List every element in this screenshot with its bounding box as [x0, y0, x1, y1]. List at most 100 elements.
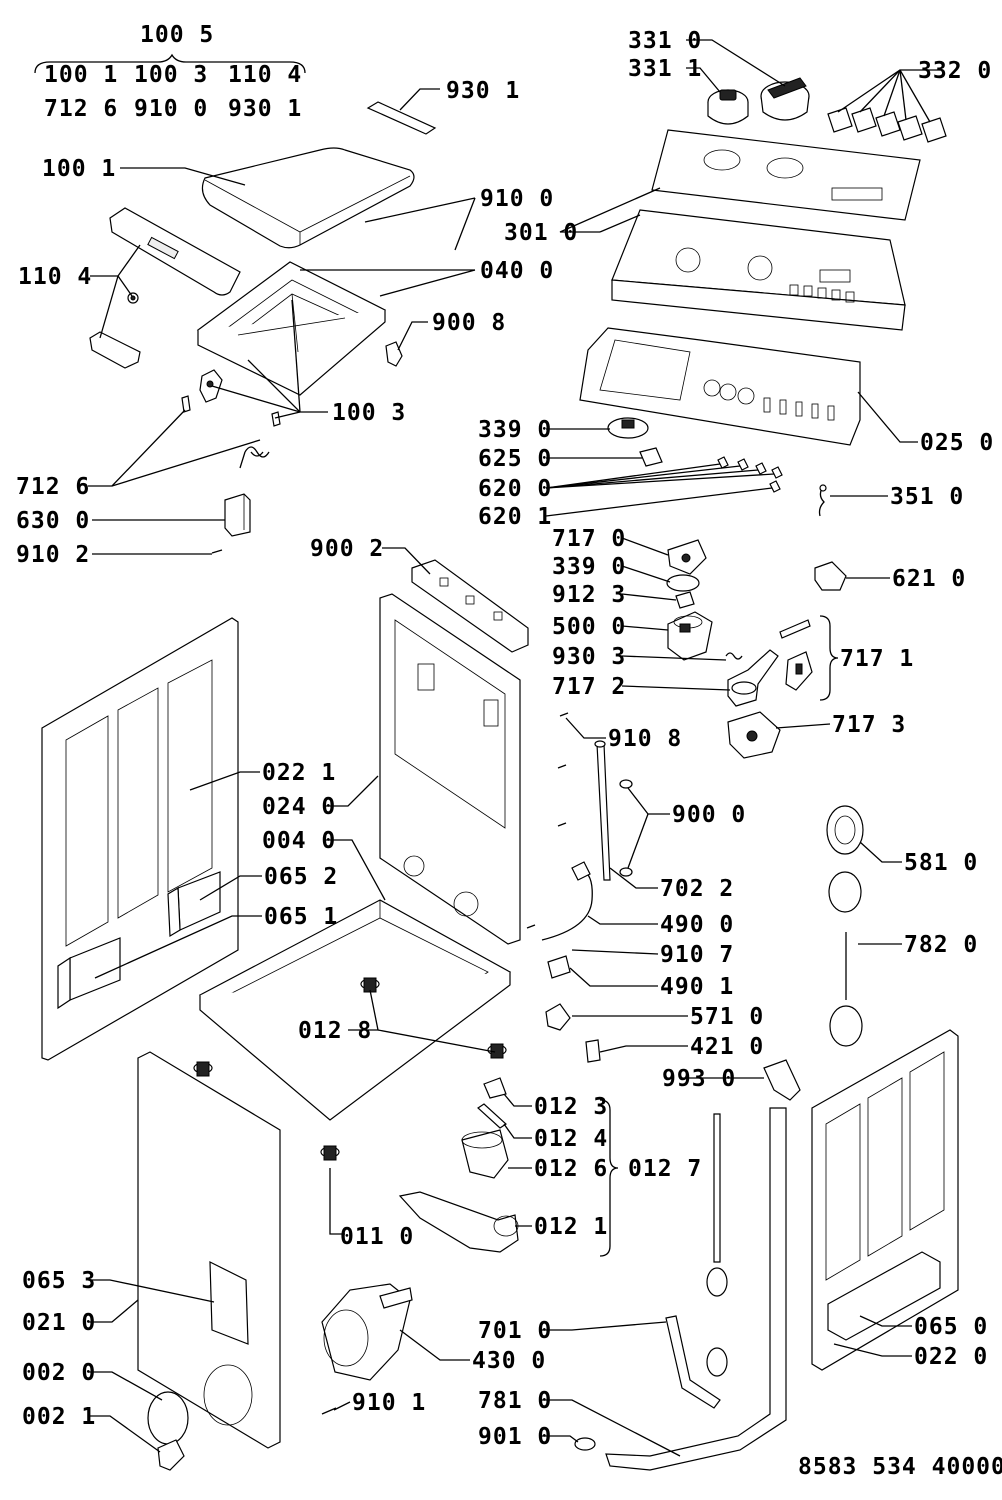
callout-040-0: 040 0: [480, 258, 554, 284]
part-012-4: [477, 1103, 507, 1129]
base-frame-part: [198, 899, 512, 1121]
callout-004-0: 004 0: [262, 828, 336, 854]
clamp-900-0-part: [619, 779, 633, 877]
callout-100-3-b: 100 3: [332, 400, 406, 426]
callout-100-5: 100 5: [140, 22, 214, 48]
hinge-strip-part: [366, 101, 437, 135]
top-frame-part: [196, 261, 387, 396]
callout-012-4: 012 4: [534, 1126, 608, 1152]
pump-717-2-part: [727, 649, 779, 707]
callout-621-0: 621 0: [892, 566, 966, 592]
control-panel-part: [611, 209, 906, 331]
screw-912-3-part: [675, 591, 695, 609]
buttons-332-part: [827, 107, 947, 143]
callout-012-6: 012 6: [534, 1156, 608, 1182]
drawing-number: 8583 534 40000: [798, 1454, 1002, 1480]
callout-011-0: 011 0: [340, 1224, 414, 1250]
callout-012-3: 012 3: [534, 1094, 608, 1120]
feet-012-8-part: [360, 977, 507, 1059]
callout-910-0-b: 910 0: [480, 186, 554, 212]
part-012-3: [483, 1077, 507, 1099]
callout-930-1: 930 1: [228, 96, 302, 122]
callout-labels: 100 5 100 1 100 3 110 4 712 6 910 0 930 …: [16, 22, 1002, 1480]
callout-331-1: 331 1: [628, 56, 702, 82]
pin-717-1-part: [779, 619, 811, 639]
callout-701-0: 701 0: [478, 1318, 552, 1344]
callout-065-0: 065 0: [914, 1314, 988, 1340]
callout-993-0: 993 0: [662, 1066, 736, 1092]
impeller-717-0-part: [667, 539, 707, 575]
foam-065-1-part: [57, 937, 121, 1010]
callout-339-0-b: 339 0: [552, 554, 626, 580]
callout-301-0: 301 0: [504, 220, 578, 246]
torsion-spring-part: [239, 446, 270, 469]
callout-490-1: 490 1: [660, 974, 734, 1000]
callout-717-3: 717 3: [832, 712, 906, 738]
callout-900-2: 900 2: [310, 536, 384, 562]
callout-022-0: 022 0: [914, 1344, 988, 1370]
callout-930-3: 930 3: [552, 644, 626, 670]
callout-012-8: 012 8: [298, 1018, 372, 1044]
callout-630-0: 630 0: [16, 508, 90, 534]
latch-900-8-part: [385, 341, 403, 367]
hinge-block-part: [199, 369, 223, 403]
callout-912-3: 912 3: [552, 582, 626, 608]
callout-110-4: 110 4: [228, 62, 302, 88]
callout-900-0: 900 0: [672, 802, 746, 828]
cable-490-0-part: [541, 861, 593, 941]
rear-frame-part: [379, 593, 521, 945]
callout-620-0: 620 0: [478, 476, 552, 502]
cap-901-part: [574, 1437, 596, 1451]
clip-part: [181, 395, 281, 427]
small-spring-part: [127, 292, 139, 304]
callout-100-1-b: 100 1: [42, 156, 116, 182]
lamp-625-part: [639, 447, 663, 467]
sensor-351-part: [818, 484, 827, 517]
callout-717-2: 717 2: [552, 674, 626, 700]
callout-910-7: 910 7: [660, 942, 734, 968]
right-side-panel-part: [811, 1029, 959, 1371]
foot-left-part: [193, 1061, 213, 1077]
door-002-0-part: [147, 1391, 189, 1445]
spring-930-3-part: [725, 652, 743, 660]
callout-100-1: 100 1: [44, 62, 118, 88]
screw-910-1-part: [321, 1407, 337, 1415]
callout-625-0: 625 0: [478, 446, 552, 472]
rod-782-part: [829, 932, 863, 1047]
callout-002-0: 002 0: [22, 1360, 96, 1386]
drain-pump-part: [321, 1283, 413, 1381]
knob-331-0-part: [760, 77, 810, 121]
callout-351-0: 351 0: [890, 484, 964, 510]
callout-022-1: 022 1: [262, 760, 336, 786]
callout-024-0: 024 0: [262, 794, 336, 820]
part-012-1: [398, 1191, 519, 1253]
callout-782-0: 782 0: [904, 932, 978, 958]
block-490-1-part: [547, 955, 571, 979]
callout-717-0: 717 0: [552, 526, 626, 552]
callout-712-6: 712 6: [44, 96, 118, 122]
callout-021-0: 021 0: [22, 1310, 96, 1336]
switch-621-part: [814, 561, 847, 591]
callout-100-3: 100 3: [134, 62, 208, 88]
front-panel-part: [137, 1051, 281, 1449]
block-630-part: [224, 493, 251, 537]
callout-065-1: 065 1: [264, 904, 338, 930]
heater-581-part: [826, 805, 864, 913]
knob-base-339-part: [607, 417, 649, 439]
board-holder-part: [579, 327, 861, 446]
callout-901-0: 901 0: [478, 1424, 552, 1450]
callout-331-0: 331 0: [628, 28, 702, 54]
screw-910-2-part: [211, 549, 223, 554]
pump-717-3-part: [727, 711, 781, 759]
callout-012-1: 012 1: [534, 1214, 608, 1240]
disc-339-0-b-part: [666, 574, 700, 592]
callout-581-0: 581 0: [904, 850, 978, 876]
connectors-620-part: [717, 456, 783, 493]
holder-717-1-part: [785, 651, 813, 691]
cap-421-part: [585, 1039, 601, 1063]
callout-930-1-b: 930 1: [446, 78, 520, 104]
fascia-plate-part: [651, 129, 921, 221]
callout-332-0: 332 0: [918, 58, 992, 84]
callout-620-1: 620 1: [478, 504, 552, 530]
